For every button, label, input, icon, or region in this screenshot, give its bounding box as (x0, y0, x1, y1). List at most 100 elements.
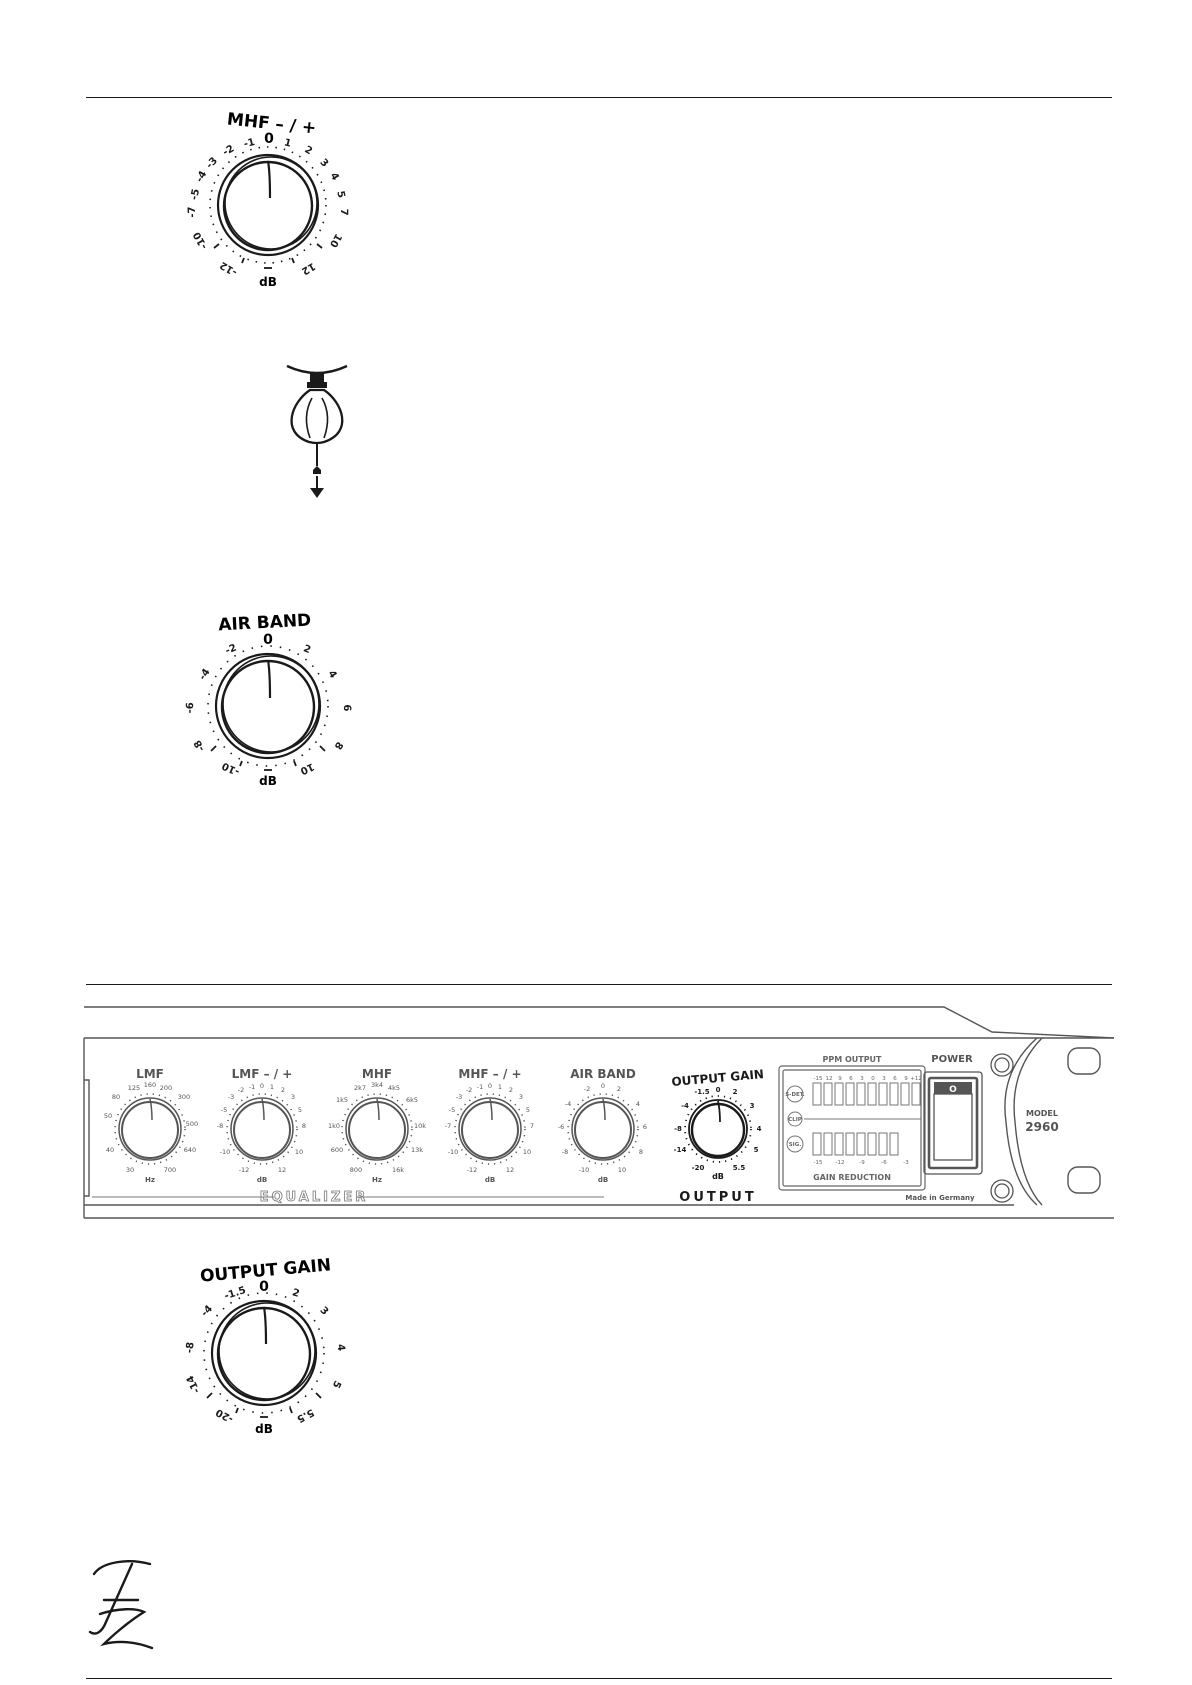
panel-scale-label: 10 (618, 1166, 626, 1174)
panel-scale-label: 5 (754, 1146, 759, 1154)
knob-unit-label: dB (259, 275, 277, 289)
knob-unit-label: dB (255, 1422, 273, 1436)
air-band-knob-figure: AIR BAND 0 -2 -4 -6 -8 -10 2 4 6 8 10 dB (180, 608, 360, 788)
panel-scale-label: 0 (601, 1082, 605, 1090)
panel-scale-label: 40 (106, 1146, 114, 1154)
scale-label: 4 (326, 669, 339, 681)
scale-label: 4 (335, 1343, 347, 1351)
knob-center-label: 0 (264, 131, 274, 147)
panel-scale-label: 700 (164, 1166, 176, 1174)
made-in-label: Made in Germany (905, 1194, 975, 1202)
panel-scale-label: 2k7 (354, 1084, 366, 1092)
scale-label: -4 (197, 667, 212, 682)
panel-scale-label: 12 (278, 1166, 286, 1174)
panel-scale-label: 30 (126, 1166, 134, 1174)
panel-unit-label: dB (712, 1172, 724, 1181)
panel-scale-label: 8 (302, 1122, 306, 1130)
scale-label: -7 (187, 206, 198, 218)
panel-scale-label: -4 (681, 1102, 689, 1110)
front-panel-illustration: LMF LMF – / + MHF MHF – / + AIR BAND OUT… (83, 1002, 1115, 1220)
panel-scale-label: 0 (488, 1082, 492, 1090)
meter-scale-label: 6 (849, 1076, 853, 1082)
scale-label: -1.5 (223, 1285, 247, 1302)
panel-scale-label: -7 (445, 1122, 451, 1130)
panel-scale-label: 1 (498, 1083, 502, 1091)
scale-label: -14 (185, 1374, 203, 1395)
panel-knob-title: LMF (136, 1067, 164, 1081)
panel-scale-label: -2 (238, 1086, 244, 1094)
panel-scale-label: 500 (186, 1120, 198, 1128)
scale-label: -4 (199, 1303, 215, 1319)
panel-unit-label: dB (485, 1176, 495, 1184)
panel-scale-label: 1k0 (328, 1122, 340, 1130)
mhf-gain-knob-figure: MHF – / + 0 -1 -2 -3 -4 -5 -7 -10 -12 1 … (186, 108, 356, 289)
panel-scale-label: -12 (239, 1166, 250, 1174)
output-label: OUTPUT (679, 1190, 756, 1205)
meter-scale-label: -15 (814, 1160, 823, 1166)
panel-scale-label: -1 (477, 1083, 483, 1091)
panel-scale-label: -14 (674, 1146, 687, 1154)
panel-scale-label: 5.5 (733, 1164, 746, 1172)
scale-label: 7 (338, 208, 349, 215)
meter-title: PPM OUTPUT (822, 1055, 882, 1064)
panel-scale-label: 2 (509, 1086, 513, 1094)
knob-unit-label: dB (259, 774, 277, 788)
meter-scale-label: -3 (903, 1160, 909, 1166)
knob-center-label: 0 (263, 632, 273, 648)
panel-scale-label: 2 (733, 1088, 738, 1096)
scale-label: -5 (189, 188, 202, 201)
panel-scale-label: 1 (270, 1083, 274, 1091)
scale-label: 3 (317, 1305, 330, 1318)
panel-unit-label: dB (257, 1176, 267, 1184)
scale-label: 4 (328, 171, 341, 183)
panel-scale-label: -20 (692, 1164, 705, 1172)
panel-scale-label: 3 (519, 1093, 523, 1101)
scale-label: -8 (184, 1341, 196, 1354)
panel-scale-label: 10 (295, 1148, 303, 1156)
panel-scale-label: -3 (228, 1093, 234, 1101)
panel-scale-label: -2 (466, 1086, 472, 1094)
panel-scale-label: -8 (217, 1122, 223, 1130)
panel-scale-label: -10 (579, 1166, 590, 1174)
panel-scale-label: 3k4 (371, 1081, 383, 1089)
panel-scale-label: 12 (506, 1166, 514, 1174)
lightbulb-icon (284, 362, 350, 502)
panel-scale-label: 13k (411, 1146, 423, 1154)
panel-unit-label: Hz (145, 1176, 155, 1184)
panel-scale-label: -1.5 (694, 1088, 709, 1096)
meter-scale-label: 6 (893, 1076, 897, 1082)
scale-label: -1 (243, 137, 256, 150)
scale-label: -3 (204, 155, 220, 171)
scale-label: 10 (327, 231, 344, 249)
meter-scale-label: -12 (836, 1160, 845, 1166)
scale-label: 8 (332, 739, 345, 751)
panel-scale-label: 800 (350, 1166, 362, 1174)
panel-knob-title: MHF – / + (458, 1067, 521, 1081)
brand-logo (84, 1556, 160, 1652)
panel-scale-label: -2 (584, 1085, 590, 1093)
panel-scale-label: -1 (249, 1083, 255, 1091)
meter-indicator-label: S-DET. (785, 1092, 805, 1098)
panel-scale-label: 4 (636, 1100, 640, 1108)
panel-unit-label: dB (598, 1176, 608, 1184)
model-label: MODEL (1026, 1109, 1058, 1118)
panel-scale-label: 16k (392, 1166, 404, 1174)
panel-scale-label: -10 (220, 1148, 231, 1156)
scale-label: -10 (220, 760, 241, 777)
panel-scale-label: 50 (104, 1112, 112, 1120)
panel-scale-label: 80 (112, 1093, 120, 1101)
panel-scale-label: -8 (674, 1125, 682, 1133)
panel-scale-label: -3 (456, 1093, 462, 1101)
panel-scale-label: -8 (562, 1148, 568, 1156)
meter-scale-label: -9 (859, 1160, 865, 1166)
scale-label: -10 (192, 230, 211, 251)
bottom-rule (86, 1678, 1112, 1679)
panel-scale-label: 5 (526, 1106, 530, 1114)
panel-scale-label: 6 (643, 1123, 647, 1131)
scale-label: 2 (302, 144, 314, 157)
scale-label: 5.5 (295, 1406, 316, 1424)
scale-label: 6 (341, 704, 352, 711)
meter-scale-label: 3 (860, 1076, 864, 1082)
meter-scale-label: 9 (904, 1076, 908, 1082)
output-gain-knob-figure: OUTPUT GAIN 0 -1.5 -4 -8 -14 -20 2 3 4 5… (176, 1255, 356, 1436)
